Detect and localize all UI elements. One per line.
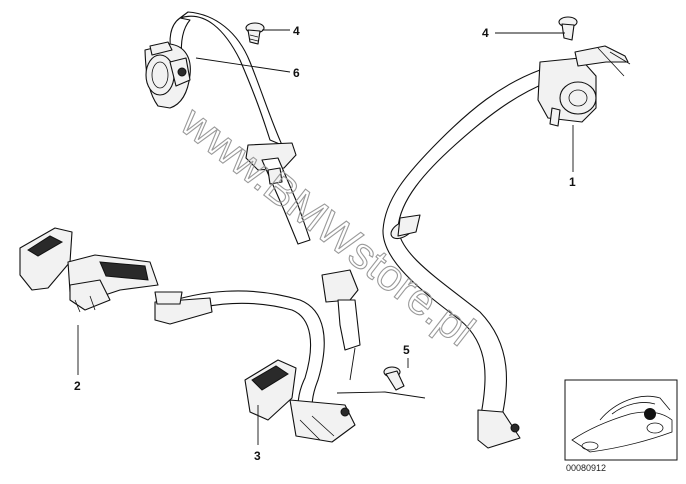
- part-3-center-belt: [154, 269, 405, 443]
- vehicle-thumbnail: 00080912: [564, 379, 678, 473]
- callout-1: 1: [569, 175, 576, 189]
- watermark-text: www.BMWstore.pl: [171, 97, 483, 356]
- bolt-4-right: [558, 16, 578, 41]
- callout-labels: 4 6 4 1 2 3 5: [74, 24, 576, 463]
- bolt-5: [383, 366, 405, 391]
- callout-5: 5: [403, 343, 410, 357]
- callout-4-right: 4: [482, 26, 489, 40]
- bolt-4-left: [245, 22, 265, 45]
- callout-4-left: 4: [293, 24, 300, 38]
- seat-position-marker: [644, 408, 656, 420]
- part-1-front-belt: [382, 16, 631, 449]
- reference-number: 00080912: [566, 463, 606, 473]
- part-6-rear-belt: [144, 11, 311, 245]
- leader-lines: [77, 29, 574, 445]
- callout-3: 3: [254, 449, 261, 463]
- callout-2: 2: [74, 379, 81, 393]
- part-2-buckle-assembly: [19, 227, 159, 313]
- callout-6: 6: [293, 66, 300, 80]
